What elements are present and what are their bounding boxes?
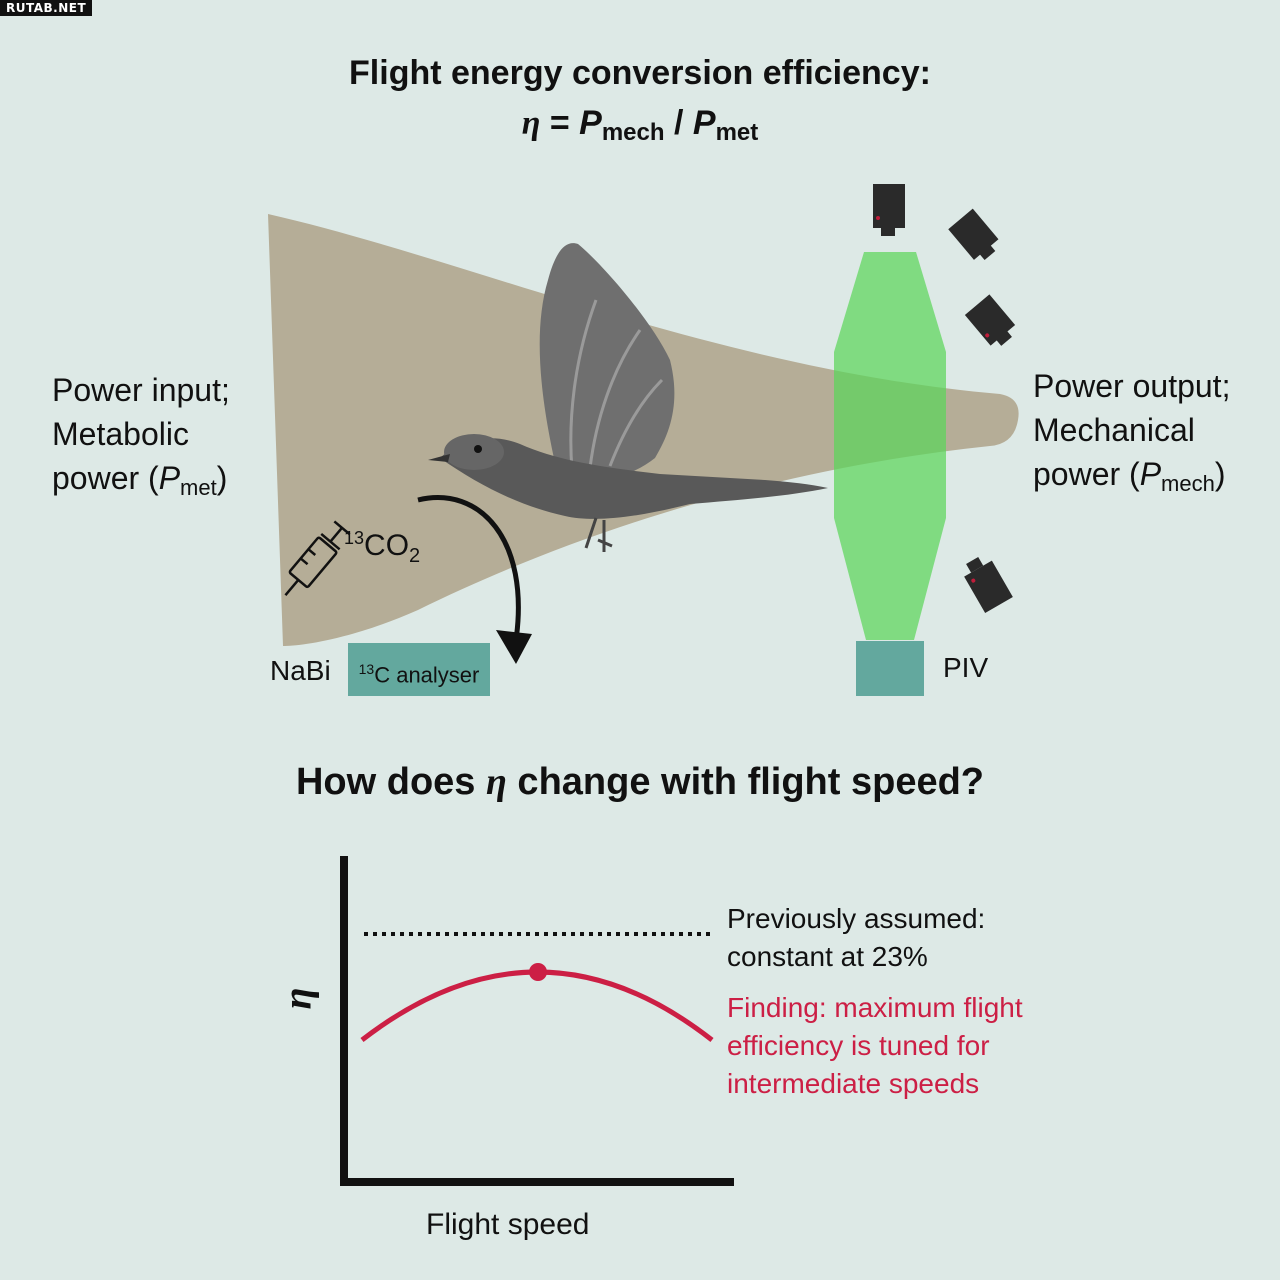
camera-icon: [964, 294, 1016, 346]
piv-box: [856, 641, 924, 696]
camera-icon: [873, 184, 905, 236]
formula-sub-mech: mech: [601, 119, 665, 146]
camera-icon: [964, 557, 1013, 614]
power-input-line3: power (Pmet): [52, 460, 228, 500]
power-input-line1: Power input;: [52, 372, 230, 408]
experiment-diagram: [268, 184, 1019, 664]
co2-label: 13CO2: [344, 528, 421, 567]
power-output-label: Power output; Mechanical power (Pmech): [1033, 364, 1230, 506]
power-output-line3: power (Pmech): [1033, 456, 1226, 496]
power-output-line2: Mechanical: [1033, 412, 1195, 448]
syringe-icon: [284, 520, 351, 597]
bird-icon: [428, 243, 828, 552]
efficiency-formula: η = Pmech / Pmet: [0, 104, 1280, 147]
graph-x-label: Flight speed: [426, 1208, 590, 1241]
power-input-line2: Metabolic: [52, 416, 189, 452]
watermark: RUTAB.NET: [0, 0, 93, 16]
camera-icon: [948, 208, 999, 261]
peak-point: [529, 963, 547, 981]
question-title: How does η change with flight speed?: [295, 761, 985, 803]
question-eta: η: [486, 761, 507, 803]
formula-eq: =: [540, 104, 580, 142]
arrow-icon: [417, 495, 521, 641]
piv-label: PIV: [943, 652, 989, 683]
power-input-label: Power input; Metabolic power (Pmet): [52, 368, 230, 510]
page-title: Flight energy conversion efficiency:: [349, 54, 931, 92]
nabi-label: NaBi: [270, 655, 331, 686]
laser-sheet: [834, 252, 946, 640]
finding-note: Finding: maximum flight efficiency is tu…: [727, 992, 1023, 1099]
formula-p-mech: P: [579, 104, 602, 142]
c13-analyser-box: 13C analyser: [348, 643, 490, 696]
graph-y-label: η: [274, 987, 320, 1010]
arrow-head: [496, 630, 532, 664]
formula-div: /: [664, 104, 693, 142]
graph-axes: [340, 856, 348, 1186]
formula-sub-met: met: [715, 119, 759, 146]
formula-eta: η: [521, 105, 541, 142]
assumed-note: Previously assumed: constant at 23%: [727, 903, 986, 972]
formula-p-met: P: [692, 104, 716, 142]
power-output-line1: Power output;: [1033, 368, 1231, 404]
